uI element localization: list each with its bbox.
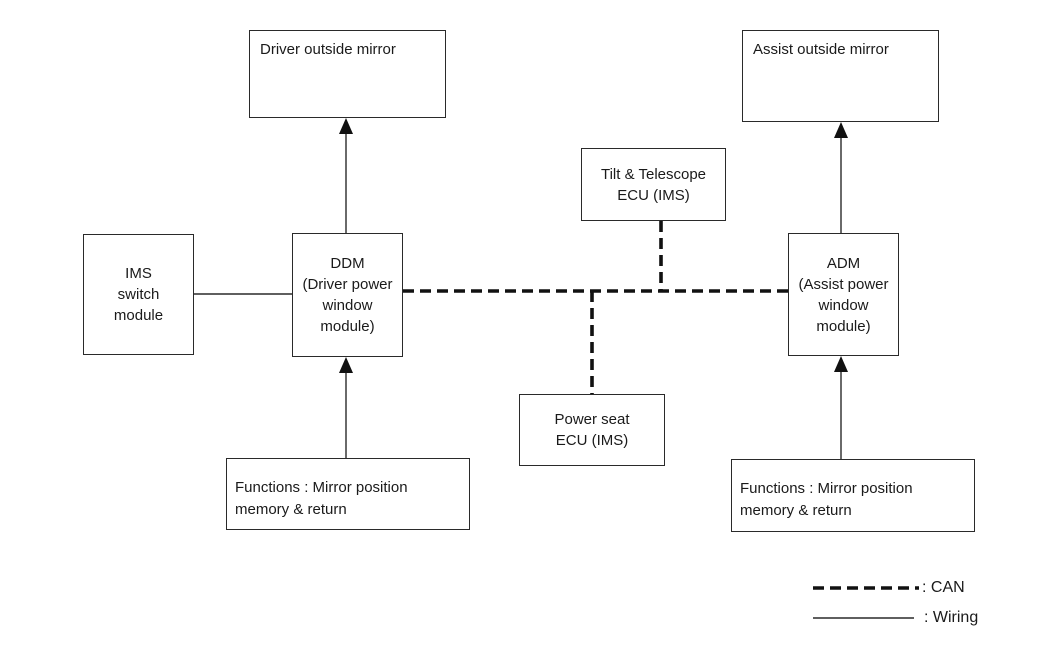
adm-line-3: window [818, 296, 869, 314]
assist-outside-mirror-box: Assist outside mirror [742, 30, 939, 122]
tilt-telescope-ecu-box: Tilt & Telescope ECU (IMS) [581, 148, 726, 221]
ddm-line-1: DDM [330, 255, 365, 272]
driver-outside-mirror-box: Driver outside mirror [249, 30, 446, 118]
adm-box: ADM (Assist power window module) [788, 233, 899, 356]
ddm-line-2: (Driver power [302, 276, 393, 293]
adm-line-4: module) [816, 317, 871, 335]
driver-outside-mirror-label: Driver outside mirror [260, 41, 396, 58]
ims-switch-line-1: IMS [125, 265, 152, 282]
arrow-driver-mirror [339, 118, 353, 134]
power-seat-ecu-box: Power seat ECU (IMS) [519, 394, 665, 466]
adm-line-2: (Assist power [798, 275, 889, 293]
assist-functions-line-2: memory & return [740, 502, 852, 519]
assist-outside-mirror-label: Assist outside mirror [753, 41, 889, 58]
ddm-line-3: window [322, 297, 373, 314]
ddm-line-4: module) [320, 318, 375, 335]
arrow-ddm-bottom [339, 357, 353, 373]
assist-functions-line-1: Functions : Mirror position [740, 480, 913, 497]
power-seat-line-1: Power seat [554, 411, 630, 428]
legend-can-label: : CAN [922, 579, 965, 596]
ims-switch-module-box: IMS switch module [83, 234, 194, 355]
ims-switch-line-2: switch [117, 286, 160, 303]
driver-functions-line-1: Functions : Mirror position [235, 479, 408, 496]
adm-line-1: ADM [826, 254, 861, 272]
assist-functions-box: Functions : Mirror position memory & ret… [731, 459, 975, 532]
ddm-box: DDM (Driver power window module) [292, 233, 403, 357]
tilt-ecu-line-1: Tilt & Telescope [600, 165, 707, 183]
driver-functions-box: Functions : Mirror position memory & ret… [226, 458, 470, 530]
tilt-ecu-line-2: ECU (IMS) [617, 186, 690, 204]
power-seat-line-2: ECU (IMS) [555, 432, 629, 449]
legend-wiring-label: : Wiring [924, 609, 979, 626]
driver-functions-line-2: memory & return [235, 501, 347, 518]
arrow-assist-mirror [834, 122, 848, 138]
arrow-adm-bottom [834, 356, 848, 372]
ims-switch-line-3: module [113, 307, 164, 324]
